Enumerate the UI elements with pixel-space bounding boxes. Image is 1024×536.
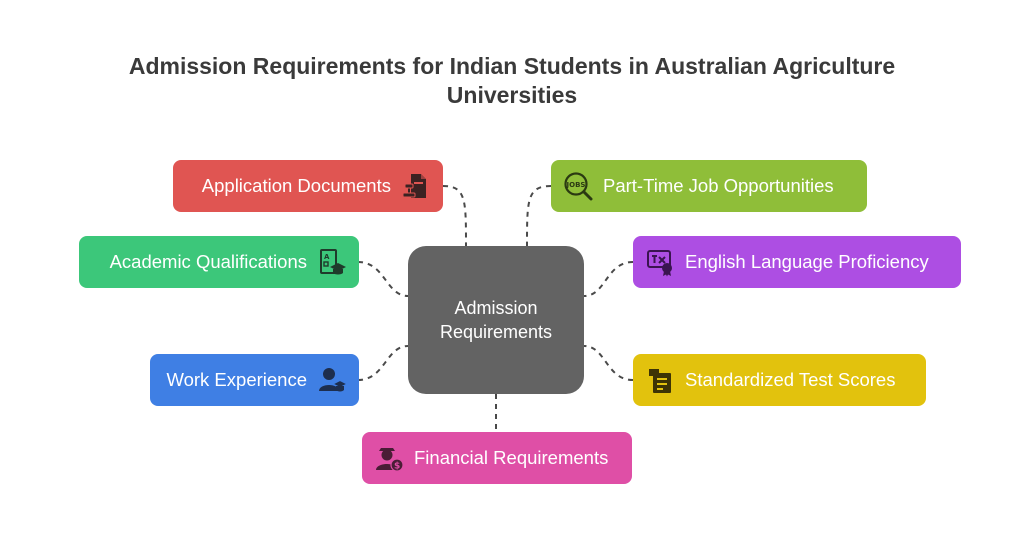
node-english-proficiency-label: English Language Proficiency — [685, 251, 929, 272]
node-financial-requirements: $ Financial Requirements — [362, 432, 632, 484]
person-money-icon: $ — [374, 443, 404, 473]
connector-standardized-tests — [583, 345, 634, 381]
connector-application-documents — [442, 185, 467, 247]
node-academic-qualifications: Academic Qualifications A — [79, 236, 359, 288]
connector-work-experience — [357, 345, 409, 381]
jobs-search-icon: JOBS — [563, 171, 593, 201]
graduation-certificate-icon: A — [317, 247, 347, 277]
node-standardized-tests: Standardized Test Scores — [633, 354, 926, 406]
node-work-experience-label: Work Experience — [166, 369, 307, 390]
svg-text:A: A — [324, 253, 330, 261]
svg-text:$: $ — [394, 462, 400, 472]
connector-english-proficiency — [583, 261, 634, 297]
connector-academic-qualifications — [357, 261, 409, 297]
center-node-label: Admission Requirements — [439, 298, 553, 342]
connector-part-time-jobs — [526, 185, 552, 247]
node-application-documents-label: Application Documents — [201, 175, 391, 196]
node-part-time-jobs: JOBS Part-Time Job Opportunities — [551, 160, 867, 212]
node-work-experience: Work Experience — [150, 354, 359, 406]
node-part-time-jobs-label: Part-Time Job Opportunities — [603, 175, 834, 196]
test-sheet-icon — [645, 365, 675, 395]
node-standardized-tests-label: Standardized Test Scores — [685, 369, 896, 390]
document-stamp-icon — [401, 171, 431, 201]
svg-text:JOBS: JOBS — [566, 181, 586, 189]
node-application-documents: Application Documents — [173, 160, 443, 212]
node-financial-requirements-label: Financial Requirements — [414, 447, 609, 468]
node-academic-qualifications-label: Academic Qualifications — [109, 251, 307, 272]
graduate-person-icon — [317, 365, 347, 395]
center-node-admission-requirements: Admission Requirements — [408, 246, 584, 394]
language-certificate-icon — [645, 247, 675, 277]
node-english-proficiency: English Language Proficiency — [633, 236, 961, 288]
diagram-title: Admission Requirements for Indian Studen… — [128, 53, 896, 108]
